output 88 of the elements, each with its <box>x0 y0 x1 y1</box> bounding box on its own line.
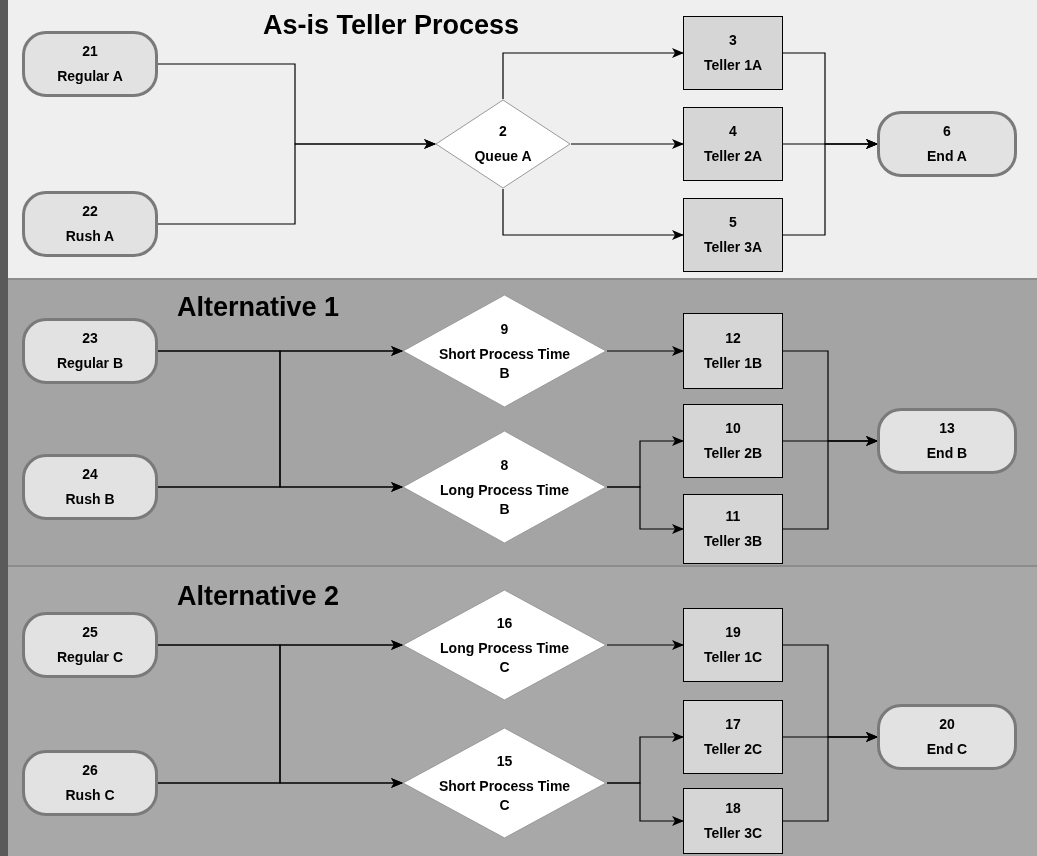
node-number: 2 <box>499 122 507 141</box>
node-label: End C <box>926 740 968 759</box>
node-number: 20 <box>939 715 955 734</box>
node-number: 19 <box>725 623 741 642</box>
process-box <box>683 16 783 90</box>
node-label: Teller 1B <box>703 354 763 373</box>
node-label: Teller 3B <box>703 532 763 551</box>
process-box <box>683 608 783 682</box>
node-label: End B <box>926 444 968 463</box>
process-box <box>683 198 783 272</box>
node-number: 9 <box>500 319 509 339</box>
decision-diamond <box>402 589 607 701</box>
arrow <box>782 732 878 822</box>
band-title: Alternative 1 <box>177 294 340 321</box>
decision-diamond <box>435 99 571 189</box>
node-label: Teller 1C <box>703 648 763 667</box>
process-box <box>683 313 783 389</box>
band-title: As-is Teller Process <box>263 12 520 39</box>
arrow <box>606 640 684 650</box>
node-number: 26 <box>82 761 98 780</box>
band-title: Alternative 2 <box>177 583 340 610</box>
arrow <box>157 482 403 492</box>
process-box <box>683 788 783 854</box>
arrow <box>782 436 878 530</box>
arrow <box>570 139 684 149</box>
swimlane-band <box>8 280 1037 565</box>
node-number: 17 <box>725 715 741 734</box>
node-number: 21 <box>82 42 98 61</box>
node-label: Long Process Time C <box>439 638 570 677</box>
node-label: Long Process Time B <box>439 480 570 519</box>
arrow <box>606 486 684 534</box>
node-label: Rush A <box>65 227 115 246</box>
process-box <box>683 404 783 478</box>
arrow <box>157 778 403 788</box>
node-number: 13 <box>939 419 955 438</box>
terminal-node <box>877 704 1017 770</box>
node-label: Rush C <box>65 786 115 805</box>
arrow <box>606 782 684 826</box>
swimlane-band <box>8 567 1037 856</box>
swimlane-band <box>8 0 1037 278</box>
node-label: Regular B <box>56 354 124 373</box>
node-number: 15 <box>496 751 513 771</box>
node-label: Teller 3A <box>703 238 763 257</box>
arrow <box>502 188 684 240</box>
node-number: 23 <box>82 329 98 348</box>
node-label: Short Process Time B <box>437 344 572 383</box>
terminal-node <box>22 191 158 257</box>
terminal-node <box>22 318 158 384</box>
node-label: Teller 2C <box>703 740 763 759</box>
decision-diamond <box>402 294 607 408</box>
terminal-node <box>877 111 1017 177</box>
node-number: 12 <box>725 329 741 348</box>
terminal-node <box>22 31 158 97</box>
process-box <box>683 107 783 181</box>
terminal-node <box>877 408 1017 474</box>
node-label: Regular C <box>56 648 124 667</box>
node-label: Short Process Time C <box>437 776 572 815</box>
node-number: 8 <box>500 455 509 475</box>
node-number: 5 <box>729 213 737 232</box>
terminal-node <box>22 612 158 678</box>
node-label: Queue A <box>474 147 532 166</box>
node-number: 6 <box>943 122 951 141</box>
node-label: End A <box>927 147 967 166</box>
node-number: 11 <box>725 507 741 526</box>
node-number: 22 <box>82 202 98 221</box>
node-label: Regular A <box>57 67 123 86</box>
process-box <box>683 494 783 564</box>
node-number: 4 <box>729 122 737 141</box>
node-label: Teller 2B <box>703 444 763 463</box>
node-number: 3 <box>729 31 737 50</box>
terminal-node <box>22 454 158 520</box>
decision-diamond <box>402 430 607 544</box>
decision-diamond <box>402 727 607 839</box>
arrow <box>782 139 878 236</box>
arrow <box>606 346 684 356</box>
arrow <box>157 139 436 225</box>
process-box <box>683 700 783 774</box>
node-number: 24 <box>82 465 98 484</box>
node-label: Rush B <box>65 490 115 509</box>
terminal-node <box>22 750 158 816</box>
node-number: 25 <box>82 623 98 642</box>
node-label: Teller 2A <box>703 147 763 166</box>
node-number: 16 <box>496 613 513 633</box>
node-label: Teller 1A <box>703 56 763 75</box>
node-number: 10 <box>725 419 741 438</box>
node-number: 18 <box>725 799 741 818</box>
node-label: Teller 3C <box>703 824 763 843</box>
arrow <box>502 48 684 100</box>
